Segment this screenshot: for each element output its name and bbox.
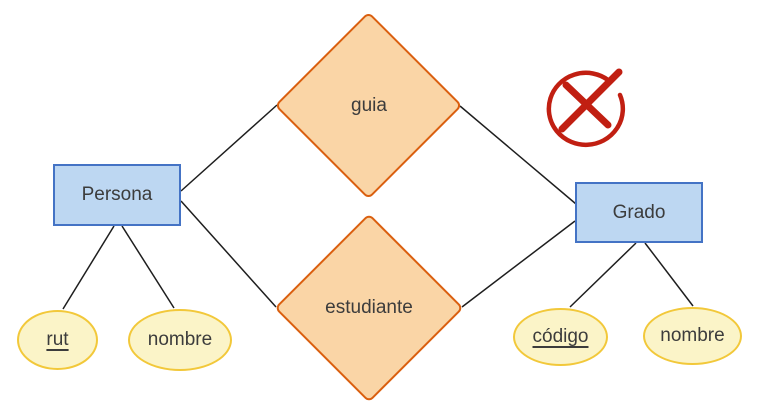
attribute-rut-label: rut (46, 329, 69, 350)
crossed-circle-arc (546, 70, 626, 148)
relationship-estudiante-label: estudiante (325, 297, 413, 318)
entity-grado-label: Grado (612, 201, 666, 223)
connector-grado-codigo (569, 242, 637, 308)
connector-estudiante-grado (461, 220, 576, 308)
entity-grado: Grado (575, 182, 703, 243)
crossed-circle-stroke-2 (558, 68, 623, 133)
attribute-rut: rut (17, 310, 98, 370)
entity-persona-label: Persona (81, 184, 153, 205)
relationship-guia-label: guia (351, 95, 387, 116)
attribute-nombre-persona: nombre (128, 309, 232, 371)
connector-persona-rut (62, 225, 115, 310)
connector-persona-nombre (121, 225, 175, 309)
crossed-circle-icon (546, 68, 626, 148)
entity-persona: Persona (53, 164, 181, 226)
connector-guia-grado (459, 105, 577, 205)
connector-persona-guia (180, 104, 278, 192)
attribute-codigo: código (513, 308, 608, 366)
attribute-nombre-grado-label: nombre (660, 325, 725, 346)
connector-grado-nombre (644, 242, 694, 307)
connector-persona-estudiante (180, 200, 277, 308)
attribute-nombre-persona-label: nombre (147, 329, 213, 350)
attribute-codigo-label: código (532, 326, 589, 347)
attribute-nombre-grado: nombre (643, 307, 742, 365)
